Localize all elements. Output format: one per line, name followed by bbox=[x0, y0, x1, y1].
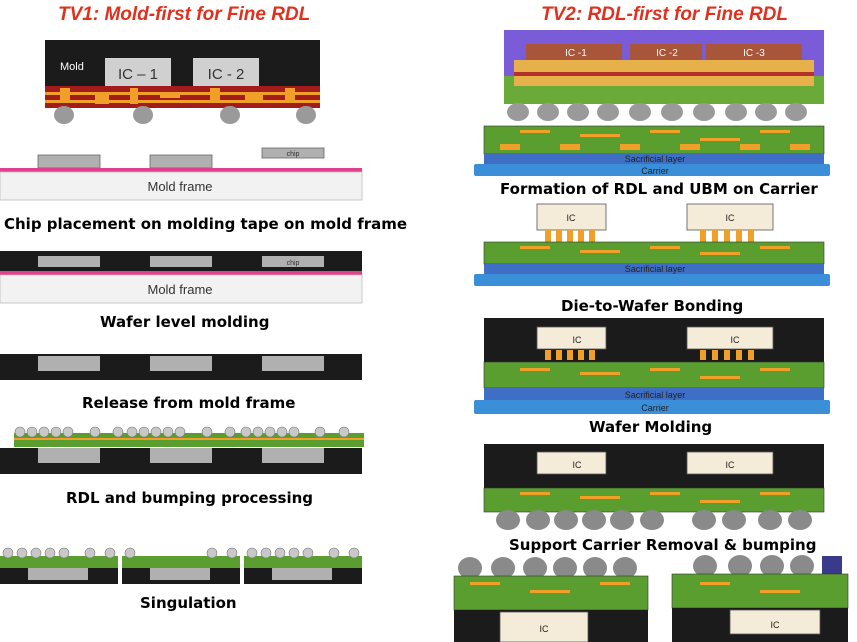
tv1-step3-caption: Release from mold frame bbox=[82, 394, 296, 412]
tv1-step4-caption: RDL and bumping processing bbox=[66, 489, 314, 507]
stepE-final-packages: IC IC bbox=[453, 555, 849, 642]
sacrificial-label-1: Sacrificial layer bbox=[625, 154, 686, 164]
carrier-label-3: Carrier bbox=[641, 403, 669, 413]
mold-label: Mold bbox=[60, 61, 84, 73]
step4-rdl-bumping bbox=[0, 426, 364, 474]
tv2-step2-caption: Die-to-Wafer Bonding bbox=[561, 297, 744, 315]
ic-label-e2: IC bbox=[771, 620, 781, 630]
tv2-title: TV2: RDL-first for Fine RDL bbox=[541, 4, 788, 25]
ic-label-d2: IC bbox=[726, 460, 736, 470]
chip-label-2: chip bbox=[287, 260, 300, 267]
tv2-ic1-label: IC -1 bbox=[565, 48, 587, 59]
ic-label-c2: IC bbox=[731, 335, 741, 345]
sacrificial-label-3: Sacrificial layer bbox=[625, 390, 686, 400]
mold-frame-label-2: Mold frame bbox=[147, 282, 212, 297]
step2-wafer-molding: chip Mold frame bbox=[0, 251, 363, 304]
tv1-title: TV1: Mold-first for Fine RDL bbox=[58, 4, 311, 25]
tv2-package-illustration: IC -1 IC -2 IC -3 bbox=[504, 30, 824, 121]
stepD-carrier-removal: IC IC bbox=[483, 444, 825, 530]
stepB-die-bonding: IC IC Sacrificial layer bbox=[474, 203, 830, 286]
tv2-ic3-label: IC -3 bbox=[743, 48, 765, 59]
tv1-step1-caption: Chip placement on molding tape on mold f… bbox=[4, 215, 408, 233]
ic-label-e1: IC bbox=[540, 624, 550, 634]
tv2-step1-caption: Formation of RDL and UBM on Carrier bbox=[500, 180, 818, 198]
tv2-step3-caption: Wafer Molding bbox=[589, 418, 713, 436]
step3-release bbox=[0, 354, 362, 380]
carrier-label-1: Carrier bbox=[641, 166, 669, 176]
mold-frame-label: Mold frame bbox=[147, 179, 212, 194]
ic-label-b2: IC bbox=[726, 213, 736, 223]
step1-chip-placement: chip Mold frame bbox=[0, 147, 363, 201]
stepC-wafer-molding: IC IC Sacrificial layer Carrier bbox=[474, 318, 830, 414]
tv1-package-illustration: Mold IC – 1 IC - 2 bbox=[45, 40, 320, 124]
tv1-step2-caption: Wafer level molding bbox=[100, 313, 270, 331]
sacrificial-label-2: Sacrificial layer bbox=[625, 264, 686, 274]
chip-label: chip bbox=[287, 151, 300, 158]
ic-label-b1: IC bbox=[567, 213, 577, 223]
ic-label-c1: IC bbox=[573, 335, 583, 345]
ic1-label: IC – 1 bbox=[118, 66, 158, 83]
tv2-step4-caption: Support Carrier Removal & bumping bbox=[509, 536, 817, 554]
ic2-label: IC - 2 bbox=[208, 66, 245, 83]
tv1-step5-caption: Singulation bbox=[140, 594, 237, 612]
stepA-rdl-on-carrier: Sacrificial layer Carrier bbox=[474, 125, 830, 176]
step5-singulation bbox=[0, 547, 362, 584]
ic-label-d1: IC bbox=[573, 460, 583, 470]
tv2-ic2-label: IC -2 bbox=[656, 48, 678, 59]
